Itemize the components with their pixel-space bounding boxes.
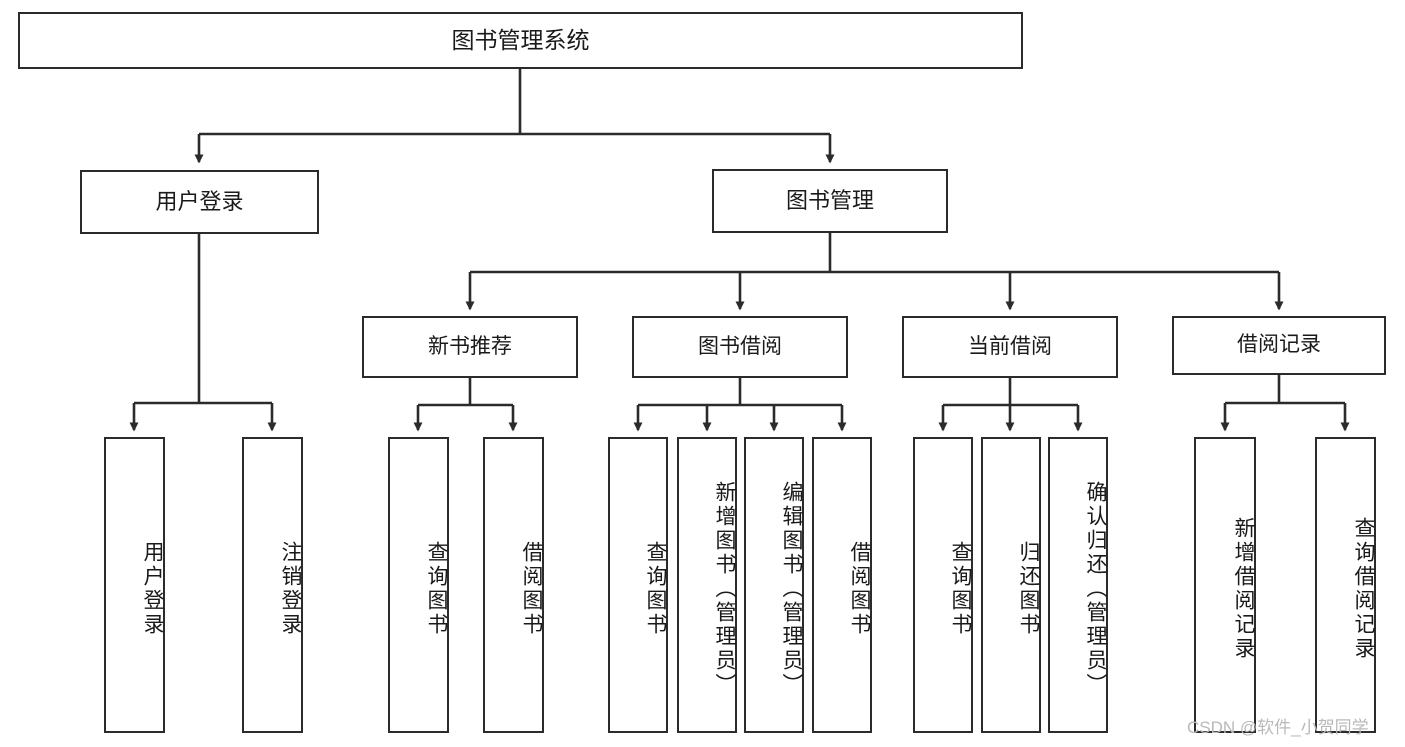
node-borrow-record[interactable]: 借阅记录 [1172,316,1386,375]
node-leaf-current-confirm-return-label: 确认归还（管理员） [1084,481,1107,697]
node-leaf-borrow-add-book[interactable]: 新增图书（管理员） [677,437,737,733]
node-leaf-borrow-borrow-book-label: 借阅图书 [848,541,871,637]
node-leaf-borrow-query-book-label: 查询图书 [644,541,667,637]
node-leaf-current-confirm-return[interactable]: 确认归还（管理员） [1048,437,1108,733]
node-current-borrow[interactable]: 当前借阅 [902,316,1118,378]
node-leaf-borrow-edit-book-label: 编辑图书（管理员） [780,481,803,697]
node-leaf-user-login-label: 用户登录 [141,541,164,637]
node-leaf-borrow-add-book-label: 新增图书（管理员） [713,481,736,697]
node-book-borrow[interactable]: 图书借阅 [632,316,848,378]
node-book-manage[interactable]: 图书管理 [712,169,948,233]
node-leaf-current-return-book-label: 归还图书 [1017,541,1040,637]
node-new-book-recommend-label: 新书推荐 [428,334,512,358]
node-root-label: 图书管理系统 [451,27,590,54]
node-new-book-recommend[interactable]: 新书推荐 [362,316,578,378]
node-borrow-record-label: 借阅记录 [1237,333,1321,357]
node-leaf-recommend-query-book[interactable]: 查询图书 [388,437,449,733]
node-leaf-recommend-borrow-book[interactable]: 借阅图书 [483,437,544,733]
node-leaf-record-add[interactable]: 新增借阅记录 [1194,437,1256,733]
node-leaf-recommend-query-book-label: 查询图书 [425,541,448,637]
node-leaf-record-query[interactable]: 查询借阅记录 [1315,437,1376,733]
node-leaf-user-logout[interactable]: 注销登录 [242,437,303,733]
node-leaf-user-login[interactable]: 用户登录 [104,437,165,733]
node-root[interactable]: 图书管理系统 [18,12,1023,69]
node-current-borrow-label: 当前借阅 [968,334,1052,358]
node-leaf-recommend-borrow-book-label: 借阅图书 [520,541,543,637]
node-leaf-user-logout-label: 注销登录 [279,541,302,637]
node-leaf-borrow-edit-book[interactable]: 编辑图书（管理员） [744,437,804,733]
node-book-borrow-label: 图书借阅 [698,334,782,358]
node-user-login-label: 用户登录 [155,189,244,215]
node-book-manage-label: 图书管理 [785,188,874,214]
node-leaf-current-query-book[interactable]: 查询图书 [913,437,973,733]
node-leaf-current-return-book[interactable]: 归还图书 [981,437,1041,733]
node-leaf-current-query-book-label: 查询图书 [949,541,972,637]
csdn-watermark: CSDN @软件_小贺同学 [1187,718,1369,737]
node-leaf-borrow-borrow-book[interactable]: 借阅图书 [812,437,872,733]
node-leaf-record-add-label: 新增借阅记录 [1232,517,1255,661]
node-leaf-borrow-query-book[interactable]: 查询图书 [608,437,668,733]
node-user-login[interactable]: 用户登录 [80,170,319,234]
node-leaf-record-query-label: 查询借阅记录 [1352,517,1375,661]
